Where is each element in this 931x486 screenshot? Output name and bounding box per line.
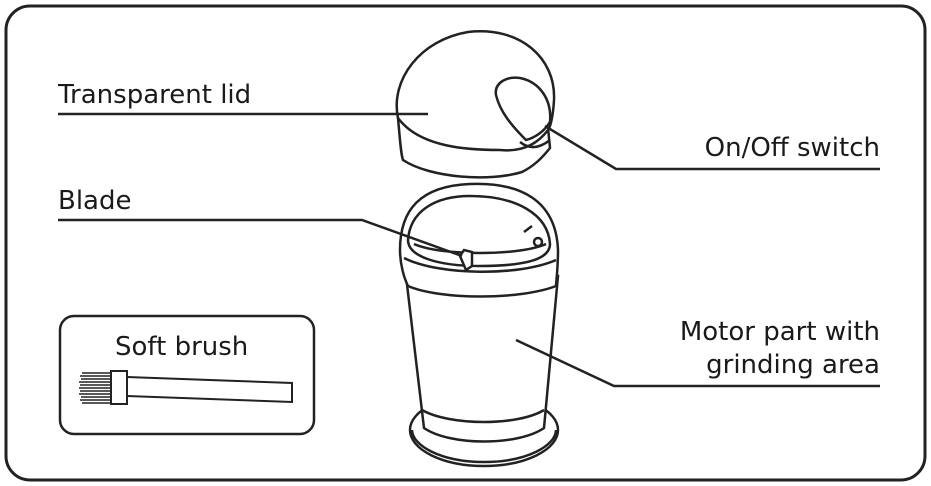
leader-blade [58,218,463,258]
label-motor-line-2: grinding area [706,350,880,380]
label-soft-brush: Soft brush [115,332,249,362]
brush-box [58,314,316,436]
leader-switch [544,124,880,171]
lid-illustration [395,30,556,179]
outer-frame [4,4,927,482]
label-motor-line-1: Motor part with [679,317,880,347]
grinder-illustration [398,182,560,468]
label-on-off-switch: On/Off switch [704,133,880,163]
leader-lines [58,112,880,388]
leader-motor [515,338,880,388]
brush-illustration [79,370,293,405]
label-blade: Blade [58,186,132,216]
label-transparent-lid: Transparent lid [58,80,252,110]
